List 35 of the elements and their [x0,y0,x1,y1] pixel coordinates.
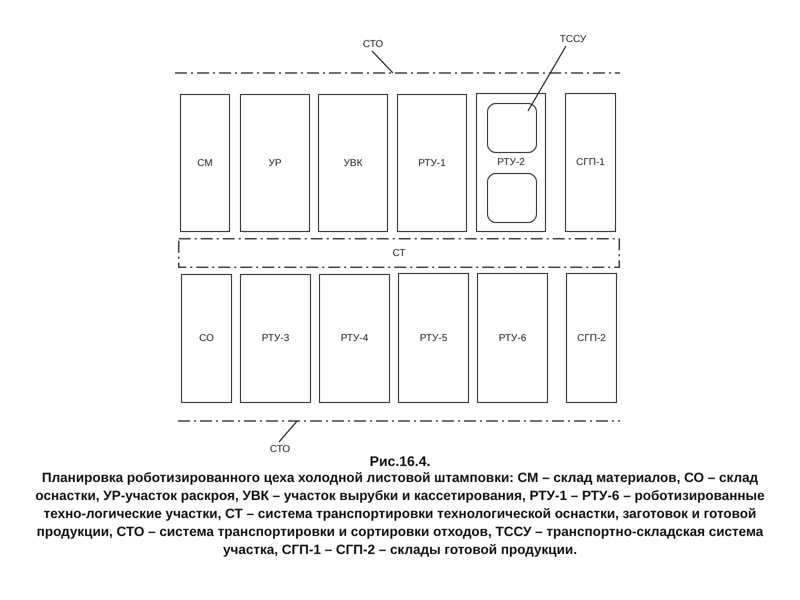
area-label: РТУ-6 [498,332,526,344]
storage-cell [487,103,537,153]
area-box [398,273,469,403]
figure-caption: Планировка роботизированного цеха холодной листовой штамповки: СМ – склад материалов, СО – склад оснастки, УР-участок раскроя, УВК – участок вырубки и кассетирования, РТУ-1 – РТУ-6 – роботизированные техно-логические участки, СТ – система транспортировки технологической оснастки, заготовок и готовой продукции, СТО – система транспортировки и сортировки отходов, ТССУ – транспортно-складская система участка, СГП-1 – СГП-2 – склады готовой продукции. [34,469,766,559]
area-box [319,274,390,403]
area-box [397,94,467,232]
area-label: СГП-1 [576,157,605,168]
area-box [566,273,617,403]
area-label: РТУ-4 [340,333,368,344]
area-box [318,94,388,232]
area-label: СО [199,333,214,344]
area-label: РТУ-2 [497,157,525,168]
figure-title: Рис.16.4. [370,453,430,469]
area-box [476,93,546,232]
area-box [180,94,230,232]
storage-cell [487,173,537,223]
area-label: СГП-2 [577,332,606,344]
area-box [240,94,310,232]
leader-line [278,420,298,442]
area-label: УВК [344,158,362,168]
area-box [565,93,616,232]
callout-label: ТССУ [560,34,586,44]
callout-label: СТО [362,38,384,50]
area-box [477,273,548,403]
area-box [240,274,311,403]
area-label: РТУ-1 [418,158,446,168]
area-label: РТУ-5 [420,332,448,344]
area-label: СМ [197,158,213,168]
area-label: УР [268,158,282,168]
callout-label: СТО [270,444,290,454]
area-box [181,274,232,403]
area-label: РТУ-3 [262,333,290,344]
area-label: СТ [392,248,406,258]
leader-line [527,46,567,112]
leader-line [372,50,394,74]
